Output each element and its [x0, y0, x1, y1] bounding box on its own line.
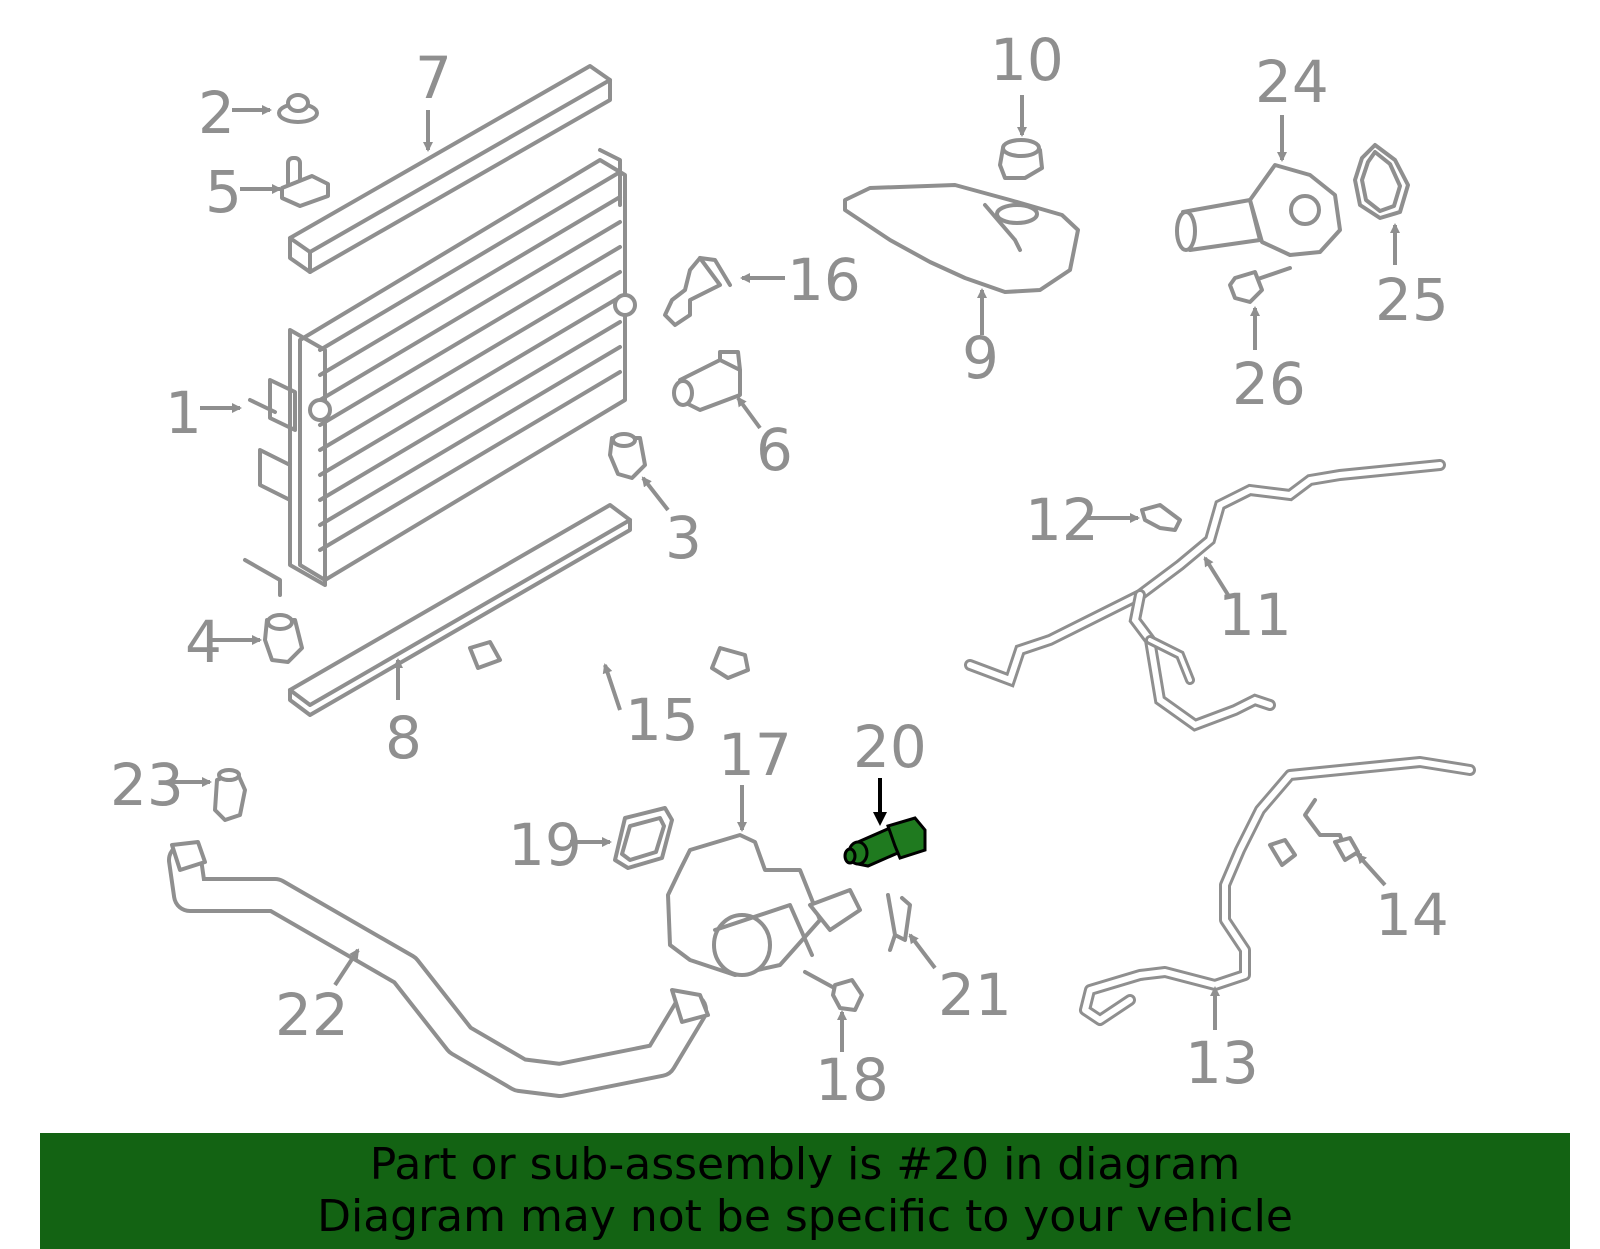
part-17-outlet	[666, 833, 862, 977]
callout-24[interactable]: 24	[1255, 48, 1329, 116]
part-11-harness	[964, 459, 1446, 732]
callout-13[interactable]: 13	[1185, 1029, 1259, 1097]
part-25-gasket	[1353, 143, 1410, 220]
callout-4[interactable]: 4	[185, 608, 222, 676]
callout-10[interactable]: 10	[990, 26, 1064, 94]
part-2-clip	[277, 93, 319, 124]
part-1-radiator	[243, 148, 637, 597]
callout-8[interactable]: 8	[385, 704, 422, 772]
part-13-tube	[1079, 756, 1476, 1026]
part-12-clip	[1140, 503, 1182, 532]
banner-line-disclaimer: Diagram may not be specific to your vehi…	[317, 1191, 1293, 1242]
callout-1[interactable]: 1	[165, 379, 202, 447]
callout-2[interactable]: 2	[198, 79, 235, 147]
part-14-clip	[1303, 798, 1362, 862]
callout-14[interactable]: 14	[1375, 881, 1449, 949]
part-5-pin	[280, 156, 330, 208]
part-21-clip	[886, 893, 912, 952]
callout-26[interactable]: 26	[1232, 350, 1306, 418]
part-18-bolt	[803, 970, 864, 1012]
callout-15[interactable]: 15	[625, 686, 699, 754]
callout-19[interactable]: 19	[508, 811, 582, 879]
callout-5[interactable]: 5	[205, 158, 242, 226]
part-24-housing	[1175, 163, 1342, 257]
callout-7[interactable]: 7	[415, 44, 452, 112]
part-26-bolt	[1228, 266, 1292, 304]
part-9-reservoir	[843, 183, 1080, 294]
callout-17[interactable]: 17	[718, 721, 792, 789]
callout-labels: 1 2 3 4 5 6 7 8 9 10 11 12 13 14 15 16 1…	[110, 26, 1449, 1114]
callout-12[interactable]: 12	[1025, 486, 1099, 554]
part-7-upper-seal	[288, 64, 612, 274]
callout-21[interactable]: 21	[938, 961, 1012, 1029]
part-10-cap	[998, 138, 1044, 180]
part-23-clamp	[213, 768, 247, 822]
part-20-sensor	[843, 816, 927, 868]
info-banner: Part or sub-assembly is #20 in diagram D…	[40, 1133, 1570, 1249]
callout-23[interactable]: 23	[110, 751, 184, 819]
part-4-grommet	[263, 613, 304, 664]
callout-22[interactable]: 22	[275, 981, 349, 1049]
part-8-lower-seal	[288, 503, 632, 717]
callout-25[interactable]: 25	[1375, 266, 1449, 334]
callout-20[interactable]: 20	[853, 713, 927, 781]
callout-11[interactable]: 11	[1218, 581, 1292, 649]
leader-lines	[170, 95, 1400, 1052]
callout-9[interactable]: 9	[962, 324, 999, 392]
part-15-hose	[468, 616, 750, 708]
part-19-gasket	[613, 806, 674, 870]
callout-16[interactable]: 16	[787, 246, 861, 314]
part-6-sensor	[672, 350, 742, 412]
callout-3[interactable]: 3	[665, 504, 702, 572]
banner-line-part: Part or sub-assembly is #20 in diagram	[369, 1139, 1241, 1190]
callout-6[interactable]: 6	[756, 416, 793, 484]
part-16-hose	[663, 256, 732, 327]
callout-18[interactable]: 18	[815, 1046, 889, 1114]
part-3-grommet	[608, 432, 647, 480]
part-22-hose	[167, 840, 710, 1098]
